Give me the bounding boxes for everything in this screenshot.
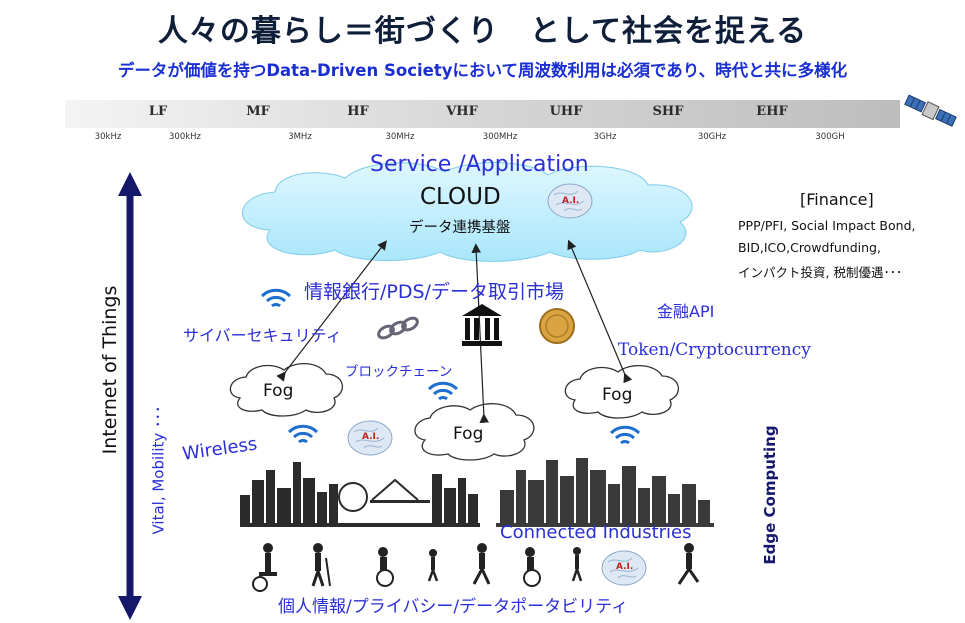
arrow-fog-left-cloud bbox=[276, 240, 387, 382]
freq-label: 300kHz bbox=[169, 132, 201, 142]
freq-label: 300MHz bbox=[482, 132, 518, 142]
blockchain-label: ブロックチェーン bbox=[345, 364, 453, 380]
band-vhf: VHF bbox=[446, 104, 478, 119]
token-label: Token/Cryptocurrency bbox=[618, 340, 811, 360]
fog-label: Fog bbox=[602, 385, 633, 405]
fog-label: Fog bbox=[453, 424, 484, 444]
arrow-fog-right-cloud bbox=[567, 239, 633, 384]
ai-brain-icon bbox=[601, 550, 647, 586]
band-mf: MF bbox=[246, 104, 270, 119]
freq-label: 3GHz bbox=[593, 132, 617, 142]
fog-cloud-center bbox=[414, 403, 535, 461]
iot-vertical-arrow bbox=[118, 172, 142, 620]
service-application-label: Service /Application bbox=[370, 152, 589, 177]
edge-computing-label: Edge Computing bbox=[761, 425, 779, 565]
band-ehf: EHF bbox=[756, 104, 788, 119]
chain-icon bbox=[377, 316, 419, 340]
ai-label: A.I. bbox=[616, 562, 634, 572]
finance-line: インパクト投資, 税制優遇･･･ bbox=[738, 265, 903, 280]
ai-brain-icon bbox=[547, 183, 593, 219]
vital-mobility-label: Vital, Mobility ･･･ bbox=[149, 405, 168, 535]
privacy-label: 個人情報/プライバシー/データポータビリティ bbox=[278, 597, 629, 617]
info-bank-label: 情報銀行/PDS/データ取引市場 bbox=[304, 281, 564, 303]
fog-label: Fog bbox=[263, 381, 294, 401]
cyber-security-label: サイバーセキュリティ bbox=[183, 326, 342, 345]
city-skyline-right bbox=[496, 458, 714, 527]
finance-api-label: 金融API bbox=[657, 302, 715, 321]
finance-line: BID,ICO,Crowdfunding, bbox=[738, 240, 881, 255]
freq-label: 30kHz bbox=[94, 132, 122, 142]
band-hf: HF bbox=[347, 104, 369, 119]
freq-label: 30MHz bbox=[385, 132, 415, 142]
frequency-spectrum-bar bbox=[65, 100, 900, 128]
band-lf: LF bbox=[148, 104, 168, 119]
cloud-sublabel: データ連携基盤 bbox=[409, 220, 511, 236]
ai-label: A.I. bbox=[562, 196, 580, 206]
bitcoin-coin-icon bbox=[539, 308, 575, 344]
city-skyline-left bbox=[240, 462, 480, 527]
iot-label: Internet of Things bbox=[99, 285, 121, 455]
cloud-shape bbox=[241, 162, 693, 262]
finance-title: [Finance] bbox=[800, 190, 874, 209]
freq-label: 3MHz bbox=[288, 132, 312, 142]
freq-label: 300GH bbox=[815, 132, 845, 142]
bank-icon bbox=[462, 304, 502, 346]
page-title: 人々の暮らし＝街づくり として社会を捉える bbox=[157, 14, 808, 49]
cloud-label: CLOUD bbox=[420, 184, 501, 210]
finance-line: PPP/PFI, Social Impact Bond, bbox=[738, 218, 916, 233]
ai-label: A.I. bbox=[362, 432, 380, 442]
wifi-icon bbox=[427, 381, 459, 401]
connected-industries-label: Connected Industries bbox=[500, 522, 692, 543]
ai-brain-icon bbox=[347, 420, 393, 456]
freq-label: 30GHz bbox=[697, 132, 727, 142]
wifi-icon bbox=[287, 424, 319, 444]
band-uhf: UHF bbox=[549, 104, 583, 119]
people-silhouettes bbox=[252, 543, 700, 592]
page-subtitle: データが価値を持つData-Driven Societyにおいて周波数利用は必須… bbox=[117, 61, 848, 80]
band-shf: SHF bbox=[652, 104, 684, 119]
wifi-icon bbox=[260, 288, 292, 308]
arrow-fog-center-cloud bbox=[471, 243, 490, 424]
satellite-icon bbox=[904, 94, 957, 127]
wifi-icon bbox=[609, 425, 641, 445]
